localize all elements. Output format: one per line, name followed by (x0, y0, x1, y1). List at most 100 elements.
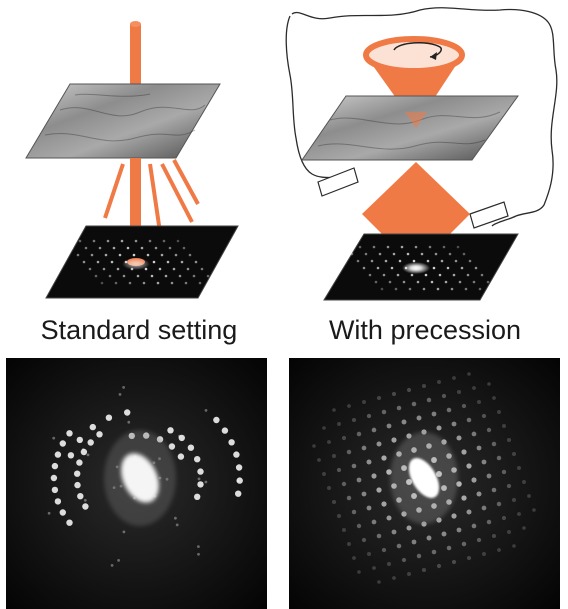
diffraction-spot (471, 523, 477, 529)
diffraction-spot (411, 401, 417, 407)
precession-arrowhead (430, 52, 437, 60)
diffraction-spot (336, 467, 342, 473)
diffraction-spot (90, 253, 94, 257)
diffraction-spot (140, 246, 144, 250)
faint-spot (52, 436, 56, 440)
diffraction-spot (507, 530, 511, 534)
diffraction-spot (172, 267, 176, 271)
diffraction-spot (491, 533, 497, 539)
diffraction-spot (497, 410, 501, 414)
diffraction-spot (176, 239, 180, 243)
specimen-plane (301, 95, 519, 161)
diffraction-spot (120, 239, 124, 243)
diffraction-spot (346, 495, 352, 501)
diffraction-spot (452, 376, 456, 380)
diffraction-spot (114, 281, 118, 285)
diffraction-spot (54, 498, 62, 505)
diffraction-spot (474, 266, 478, 270)
diffraction-spot (511, 451, 517, 457)
diffraction-spot (361, 491, 367, 497)
diffraction-spot (466, 273, 470, 277)
diffraction-spot (381, 501, 387, 507)
diffraction-spot (522, 480, 526, 484)
diffraction-spot (478, 287, 482, 291)
central-spot-glow (402, 262, 430, 274)
faint-spot (122, 530, 126, 534)
faint-spot (236, 479, 240, 483)
diffraction-spot (122, 274, 126, 278)
diffraction-spot (451, 559, 457, 565)
diffraction-spot (152, 260, 156, 264)
diffraction-spot (532, 508, 536, 512)
diffraction-spot (398, 259, 402, 263)
diffraction-spot (506, 483, 512, 489)
diffraction-spot (426, 535, 432, 541)
diffraction-spot (376, 533, 382, 539)
diffraction-spot (486, 519, 492, 525)
diffraction-spot (156, 281, 160, 285)
diffraction-spot (108, 274, 112, 278)
diffraction-spot (213, 416, 220, 424)
central-beam-spot (408, 458, 440, 498)
diffraction-spot (124, 409, 131, 416)
diffraction-spot (438, 273, 442, 277)
diffraction-spot (54, 451, 62, 458)
diffraction-spot (174, 253, 178, 257)
diffraction-spot (371, 473, 377, 479)
diffraction-spot (517, 512, 521, 516)
diffraction-spot (187, 444, 195, 451)
diffraction-spot (89, 423, 97, 431)
diffraction-spot (142, 281, 146, 285)
diffraction-spot (381, 455, 387, 461)
diffraction-spot (96, 431, 103, 438)
diffraction-spot (76, 459, 83, 466)
diffraction-spot (466, 417, 472, 423)
diffraction-spot (402, 280, 406, 284)
diffraction-spot (496, 501, 502, 507)
diffraction-spot (106, 239, 110, 243)
diffraction-spot (326, 485, 332, 491)
diffraction-spot (374, 280, 378, 284)
diffraction-spot (426, 259, 430, 263)
diffraction-spot (416, 553, 422, 559)
diffraction-spot (401, 557, 407, 563)
diffraction-spot (134, 239, 138, 243)
diffraction-spot (412, 259, 416, 263)
diffraction-spot (446, 407, 452, 413)
diffraction-spot (371, 519, 377, 525)
diffraction-spot (180, 260, 184, 264)
diffraction-spot (468, 259, 472, 263)
diffraction-spot (206, 274, 210, 278)
specimen-plane (25, 83, 221, 159)
diffraction-spot (376, 395, 382, 401)
diffraction-spot (460, 266, 464, 270)
diffraction-spot (446, 266, 450, 270)
diffraction-spot (74, 470, 81, 477)
diffraction-spot (396, 405, 402, 411)
diffraction-spot (476, 537, 482, 543)
diffraction-rings (47, 386, 243, 567)
diffraction-spot (67, 452, 75, 459)
diffraction-spot (188, 253, 192, 257)
diffraction-spot (431, 549, 437, 555)
instrument-outline (285, 7, 558, 227)
diffraction-spot (341, 435, 347, 441)
diffraction-spot (440, 259, 444, 263)
diffraction-spot (388, 280, 392, 284)
diffraction-spot (235, 490, 242, 497)
diffraction-spot (356, 259, 360, 263)
standard-setting-caption: Standard setting (40, 315, 238, 345)
incident-cone (366, 56, 462, 126)
diffraction-spot (392, 252, 396, 256)
diffraction-spot (98, 246, 102, 250)
diffraction-spot (160, 253, 164, 257)
diffraction-spot (105, 414, 113, 421)
diffraction-spot (481, 413, 487, 419)
diffraction-spot (486, 280, 490, 284)
diffraction-spot (194, 493, 201, 500)
diffraction-spot (167, 427, 174, 434)
diffraction-spot (408, 287, 412, 291)
diffraction-spot (76, 253, 80, 257)
diffraction-spot (368, 273, 372, 277)
diffraction-spot (366, 413, 372, 419)
